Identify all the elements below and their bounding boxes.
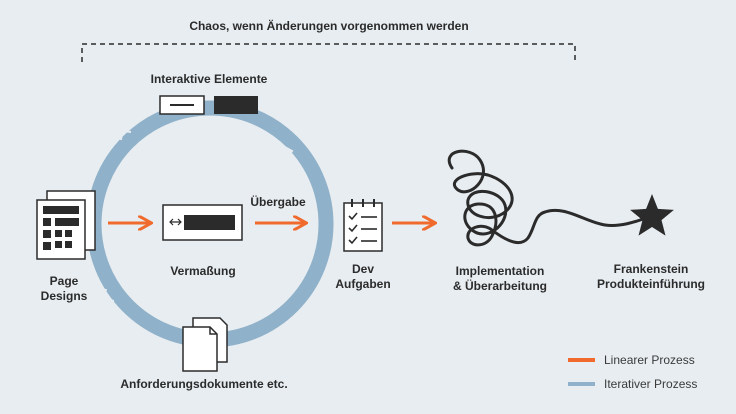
toggle-elements-icon	[159, 95, 258, 115]
tangle-icon	[447, 149, 648, 247]
chaos-title: Chaos, wenn Änderungen vorgenommen werde…	[189, 19, 469, 33]
label-frankenstein-line1: Frankenstein	[613, 262, 689, 276]
label-measurement: Vermaßung	[170, 264, 236, 278]
label-frankenstein-line2: Produkteinführung	[597, 277, 705, 291]
label-implementation: Implementation & Überarbeitung	[453, 264, 547, 294]
label-handover: Übergabe	[250, 195, 306, 209]
label-dev-line2: Aufgaben	[335, 277, 391, 291]
dimension-icon	[162, 204, 243, 241]
checklist-icon	[343, 199, 383, 252]
label-dev-tasks: Dev Aufgaben	[335, 262, 390, 292]
label-interactive-elements: Interaktive Elemente	[150, 72, 268, 86]
label-dev-line1: Dev	[351, 262, 374, 276]
star-icon	[630, 194, 674, 236]
label-implementation-line1: Implementation	[455, 264, 545, 278]
legend-linear-label: Linearer Prozess	[604, 353, 695, 367]
label-page-designs-line2: Designs	[40, 289, 88, 303]
label-frankenstein: Frankenstein Produkteinführung	[597, 262, 705, 292]
label-page-designs-line1: Page	[49, 274, 79, 288]
cycle-direction-marks	[102, 129, 318, 309]
document-stack-icon	[36, 190, 96, 260]
legend-iterative-label: Iterativer Prozess	[604, 377, 698, 391]
label-implementation-line2: & Überarbeitung	[452, 279, 548, 293]
label-page-designs: Page Designs	[41, 274, 88, 304]
label-requirements: Anforderungsdokumente etc.	[120, 377, 288, 391]
documents-icon	[182, 317, 228, 372]
chaos-bracket	[81, 43, 576, 62]
